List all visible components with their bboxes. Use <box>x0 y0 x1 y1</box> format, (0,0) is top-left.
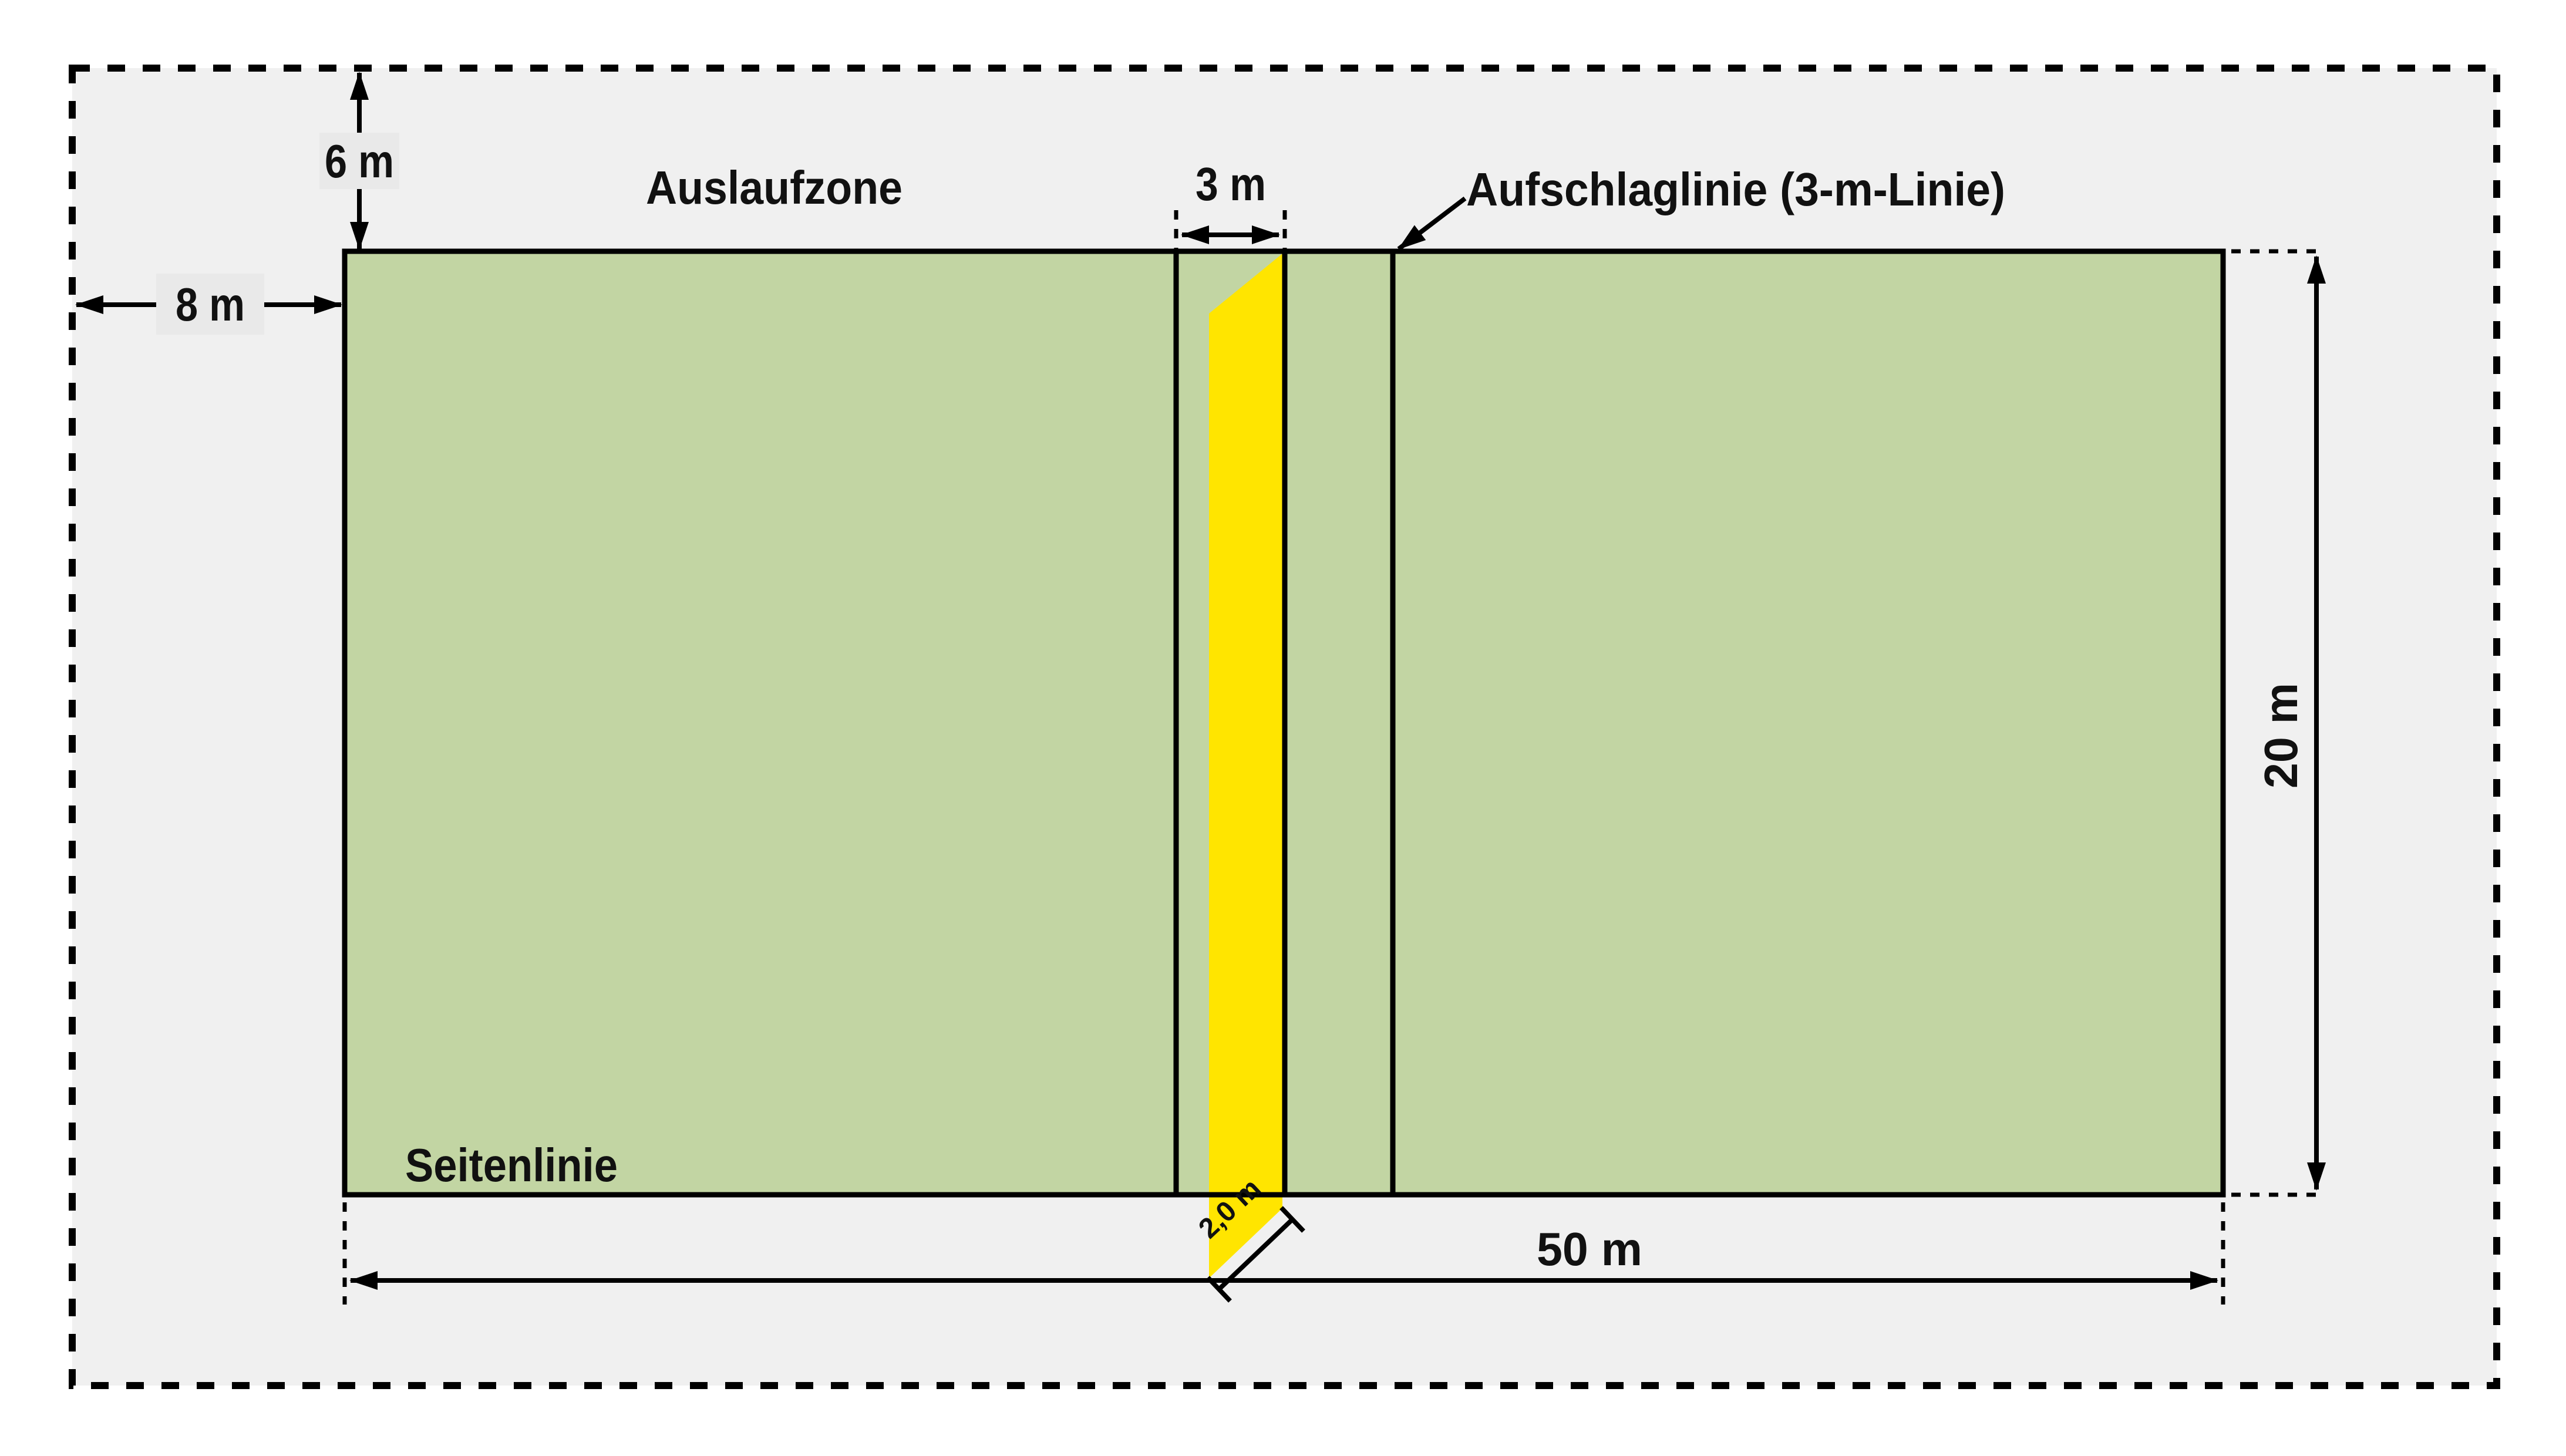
label-seitenlinie: Seitenlinie <box>405 1139 618 1191</box>
dim-6m-label: 6 m <box>325 135 394 187</box>
label-auslaufzone: Auslaufzone <box>646 161 903 214</box>
dim-6m-box <box>319 133 399 189</box>
dim-net-tick-end <box>1279 1206 1305 1233</box>
aufschlaglinie-leader-arrow <box>1397 196 1467 251</box>
net-band <box>1209 254 1282 1278</box>
dim-net-tickline <box>1217 1218 1294 1291</box>
dim-net-tick-start <box>1206 1276 1232 1303</box>
dim-3m-label: 3 m <box>1196 158 1266 210</box>
dim-8m-label: 8 m <box>176 278 245 331</box>
dim-8m-box <box>156 274 264 335</box>
dim-20m-label: 20 m <box>2255 683 2307 788</box>
dim-50m-label: 50 m <box>1537 1223 1642 1275</box>
label-aufschlaglinie: Aufschlaglinie (3-m-Linie) <box>1466 163 2005 215</box>
